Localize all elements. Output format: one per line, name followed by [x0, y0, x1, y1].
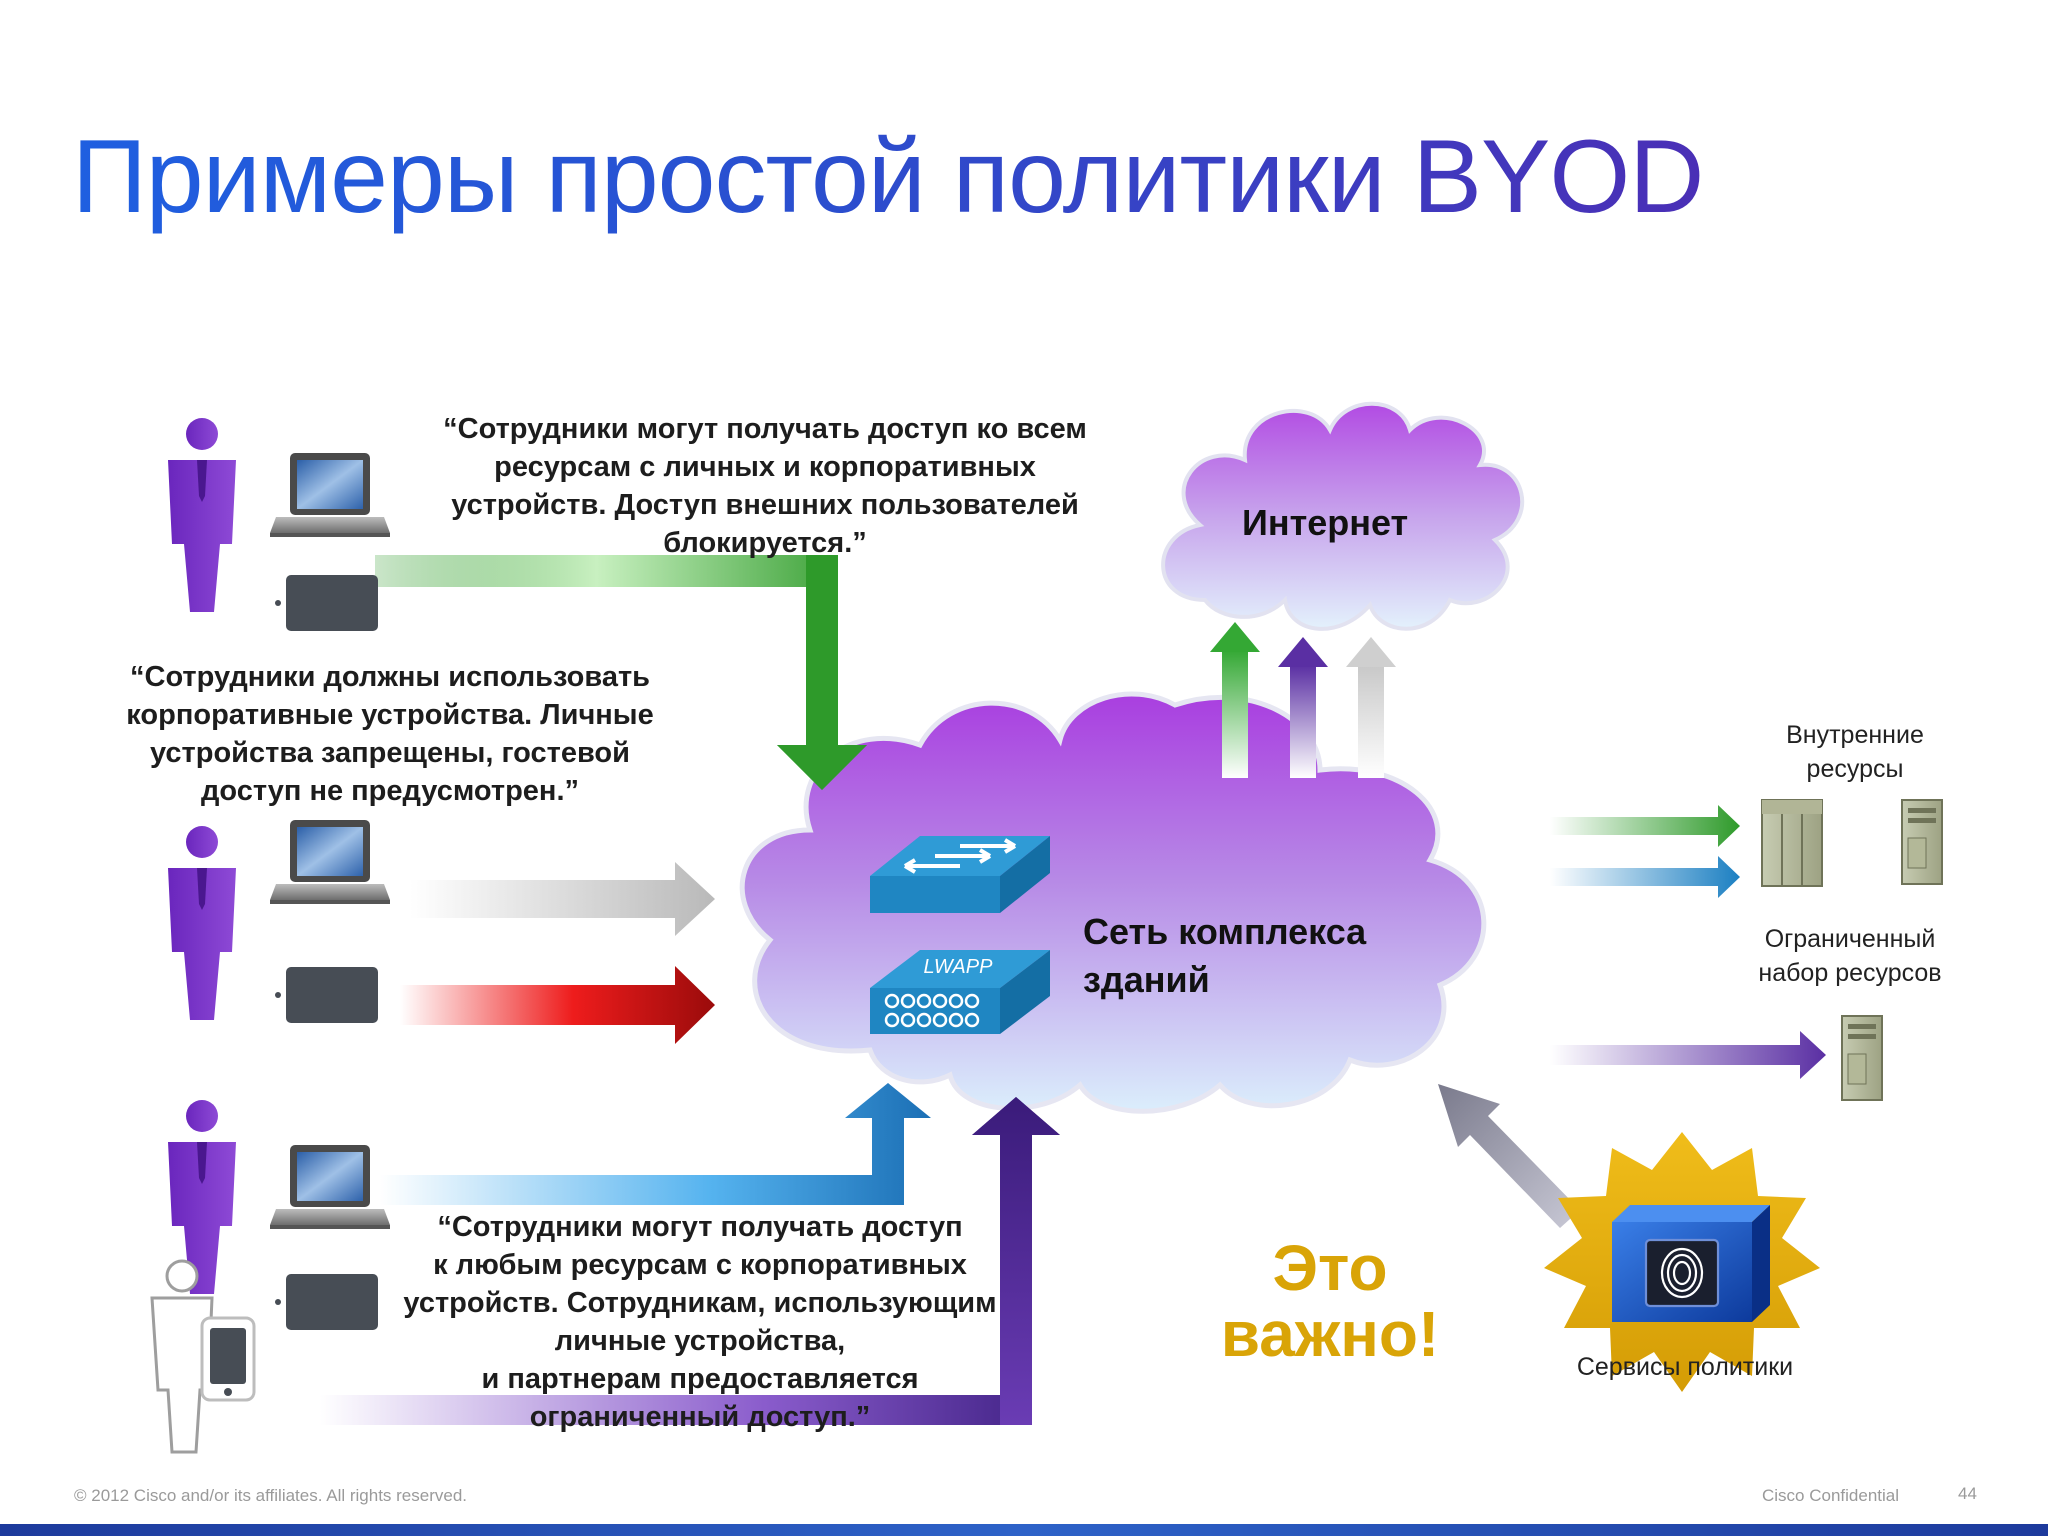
limited-resources-label: Ограниченный набор ресурсов	[1758, 925, 1942, 987]
red-blocked-arrow	[400, 966, 715, 1044]
confidential-footer: Cisco Confidential	[1762, 1486, 1900, 1505]
tablet-icon	[275, 575, 378, 631]
up-arrow-purple	[1278, 637, 1328, 778]
internal-blue-arrow	[1550, 856, 1740, 898]
green-access-arrow	[375, 555, 867, 790]
person-icon	[168, 826, 236, 1020]
bottom-brand-bar	[0, 1524, 2048, 1536]
internal-green-arrow	[1550, 805, 1740, 847]
laptop-icon	[270, 820, 390, 904]
tablet-icon	[275, 967, 378, 1023]
up-arrow-green	[1210, 622, 1260, 778]
important-callout: Это важно!	[1220, 1232, 1440, 1370]
limited-purple-arrow	[1550, 1031, 1826, 1079]
lwapp-label: LWAPP	[924, 956, 994, 978]
laptop-icon	[270, 453, 390, 537]
server-rack-icon	[1761, 799, 1823, 887]
switch-icon	[870, 836, 1050, 913]
policy-arrow	[1438, 1084, 1580, 1228]
slide-title: Примеры простой политики BYOD	[72, 119, 1704, 235]
tablet-icon	[275, 1274, 378, 1330]
server-icon	[1841, 1015, 1883, 1101]
fingerprint-icon	[1644, 1238, 1720, 1308]
quote-corporate-only: “Сотрудники должны использовать корпорат…	[126, 661, 654, 807]
gray-blocked-arrow	[410, 862, 715, 936]
page-number: 44	[1958, 1484, 1977, 1503]
policy-services-label: Сервисы политики	[1576, 1353, 1794, 1381]
campus-network-label: Сеть комплекса зданий	[1083, 911, 1367, 1000]
guest-tablet-icon	[200, 1316, 256, 1402]
quote-limited-access: “Сотрудники могут получать доступ к любы…	[403, 1211, 997, 1433]
person-icon	[168, 418, 236, 612]
server-icon	[1901, 799, 1943, 885]
access-point-icon: LWAPP	[870, 950, 1050, 1034]
copyright-footer: © 2012 Cisco and/or its affiliates. All …	[74, 1486, 468, 1505]
internal-resources-label: Внутренние ресурсы	[1786, 721, 1924, 783]
up-arrow-gray	[1346, 637, 1396, 778]
quote-full-access: “Сотрудники могут получать доступ ко все…	[443, 413, 1087, 559]
purple-limited-arrow	[320, 1097, 1060, 1425]
internet-label: Интернет	[1242, 502, 1409, 543]
blue-access-arrow	[380, 1083, 931, 1205]
internet-cloud	[1161, 401, 1525, 631]
